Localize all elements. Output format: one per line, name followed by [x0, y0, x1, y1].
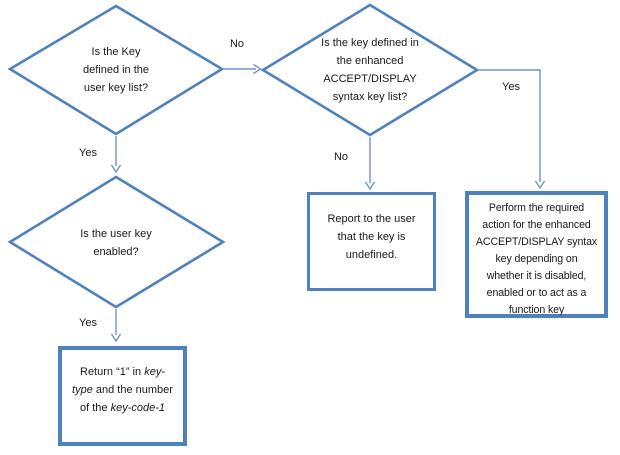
text-line: that the key is	[337, 231, 406, 243]
arrowhead-down-icon	[534, 180, 546, 190]
text-line: enabled?	[93, 246, 139, 258]
text-line: Is the key defined in	[321, 37, 419, 49]
text-line: Is the user key	[80, 228, 152, 240]
text-line: user key list?	[83, 82, 149, 94]
text-line: ACCEPT/DISPLAY syntax	[475, 236, 598, 248]
decision-user-key-enabled-text: Is the user key enabled?	[26, 225, 206, 261]
decision-diamond-user-key-list	[7, 4, 225, 136]
edge-label-yes-left: Yes	[79, 147, 97, 159]
edge-label-no-middle: No	[333, 151, 349, 163]
arrowhead-down-icon	[364, 181, 376, 191]
decision-user-key-list-text: Is the Key defined in the user key list?	[26, 43, 206, 97]
arrowhead-down-icon	[110, 333, 122, 343]
process-return-key-type-box: Return “1” in key- type and the number o…	[58, 346, 187, 446]
text-line: action for the enhanced	[482, 219, 591, 231]
edge-label-no-top: No	[229, 38, 245, 50]
process-report-undefined-box: Report to the user that the key is undef…	[307, 192, 436, 291]
text-line: function key	[508, 304, 565, 316]
arrowhead-down-icon	[110, 164, 122, 174]
text-segment: Return “1” in	[80, 366, 145, 378]
text-line: undefined.	[345, 249, 398, 261]
decision-diamond-user-key-enabled	[7, 175, 226, 309]
text-line: ACCEPT/DISPLAY	[323, 73, 417, 85]
text-segment-italic: key-	[144, 366, 165, 378]
text-line: Return “1” in key-	[62, 363, 183, 381]
text-line: Is the Key	[91, 46, 141, 58]
decision-diamond-enhanced-syntax-list	[260, 3, 480, 137]
text-line: type and the number	[62, 381, 183, 399]
connector-yes-to-perform	[479, 69, 541, 182]
text-segment-italic: type	[72, 384, 93, 396]
text-line: Perform the required	[488, 202, 585, 214]
text-line: defined in the	[82, 64, 150, 76]
arrowhead-right-icon	[253, 63, 262, 75]
text-line: key depending on	[495, 253, 578, 265]
edge-label-yes-right: Yes	[502, 81, 520, 93]
text-line: Report to the user	[327, 213, 416, 225]
text-segment: of the	[80, 402, 111, 414]
text-line: enabled or to act as a	[486, 287, 587, 299]
text-segment-italic: key-code-1	[110, 402, 165, 414]
process-perform-action-box: Perform the required action for the enha…	[465, 191, 608, 318]
edge-label-yes-bottom: Yes	[79, 317, 97, 329]
decision-enhanced-syntax-list-text: Is the key defined in the enhanced ACCEP…	[280, 34, 460, 106]
text-line: whether it is disabled,	[486, 270, 587, 282]
text-segment: and the number	[92, 384, 173, 396]
text-line: syntax key list?	[332, 91, 408, 103]
text-line: of the key-code-1	[62, 399, 183, 417]
text-line: the enhanced	[336, 55, 404, 67]
